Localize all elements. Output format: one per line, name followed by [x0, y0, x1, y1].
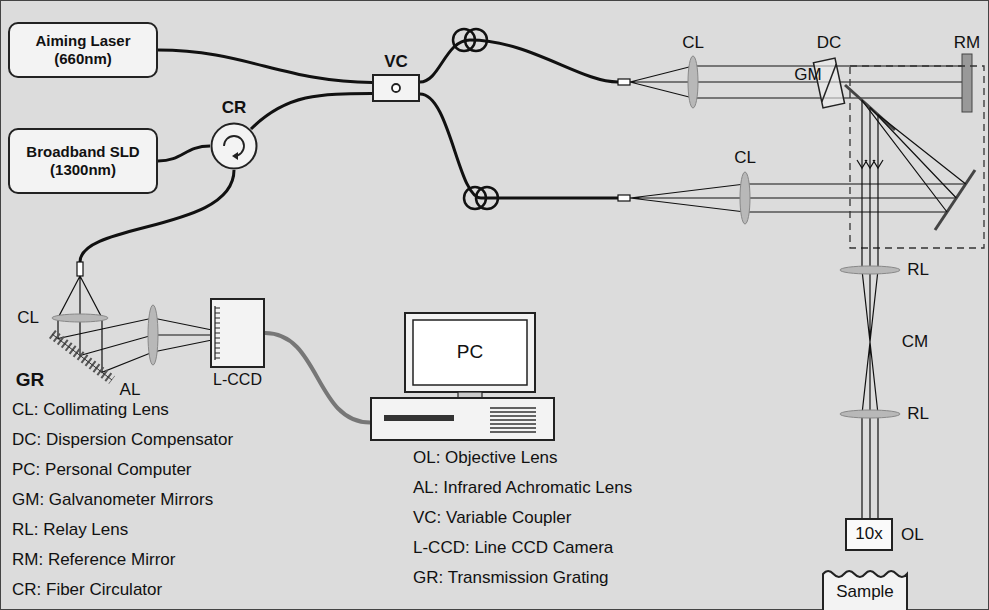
- data-cable: [265, 333, 370, 423]
- optical-fiber: [251, 94, 372, 129]
- ccd-sensor: [212, 300, 263, 366]
- abbreviation-legend-line: AL: Infrared Achromatic Lens: [413, 478, 632, 498]
- node-text: 10x: [855, 524, 882, 544]
- part-label: AL: [120, 380, 141, 400]
- monitor-case: [405, 313, 535, 392]
- light-beam: [630, 184, 966, 212]
- personal-computer: PC: [370, 312, 555, 442]
- light-beam: [58, 276, 212, 372]
- achromatic-lens: [148, 305, 158, 365]
- light-source-box: Aiming Laser (660nm): [8, 22, 158, 78]
- sample-shape-outline: [823, 571, 907, 610]
- coupler-symbol: [374, 76, 418, 100]
- part-label: RL: [907, 260, 929, 280]
- light-source-box: Broadband SLD (1300nm): [8, 128, 158, 194]
- part-label: RL: [907, 404, 929, 424]
- part-label: GR: [16, 369, 45, 392]
- collimating-lens: [688, 56, 698, 108]
- abbreviation-legend-line: L-CCD: Line CCD Camera: [413, 538, 613, 558]
- computer-drawing: [370, 312, 555, 442]
- abbreviation-legend-line: CL: Collimating Lens: [12, 400, 169, 420]
- node-text: PC: [413, 320, 527, 385]
- node-text: Sample: [836, 582, 894, 602]
- optical-fiber: [420, 94, 618, 198]
- reference-mirror: [962, 54, 972, 112]
- light-beam: [862, 100, 878, 518]
- node-text: Broadband SLD (1300nm): [14, 143, 152, 179]
- part-label: CL: [734, 148, 756, 168]
- relay-lens: [840, 410, 900, 418]
- part-label: GM: [794, 65, 821, 85]
- node-text: VC: [384, 52, 408, 72]
- galvo-mirror: [935, 170, 975, 230]
- abbreviation-legend-line: RL: Relay Lens: [12, 520, 128, 540]
- beam-arrows: [857, 160, 883, 168]
- drive-slot: [384, 415, 454, 421]
- variable-coupler: VC: [372, 74, 420, 102]
- ccd-pixels: [215, 306, 220, 360]
- circulator-arrow: [224, 136, 244, 156]
- part-label: CL: [682, 33, 704, 53]
- node-text: OL: [901, 524, 924, 544]
- abbreviation-legend-line: VC: Variable Coupler: [413, 508, 571, 528]
- abbreviation-legend-line: RM: Reference Mirror: [12, 550, 175, 570]
- abbreviation-legend-line: DC: Dispersion Compensator: [12, 430, 233, 450]
- line-ccd-camera: L-CCD: [210, 298, 265, 368]
- part-label: RM: [954, 33, 980, 53]
- fiber-circulator: CR: [210, 122, 258, 170]
- fiber-coil: [476, 187, 498, 209]
- optical-fiber: [158, 146, 210, 161]
- abbreviation-legend-line: PC: Personal Computer: [12, 460, 192, 480]
- collimating-lens: [740, 172, 750, 224]
- relay-lens: [840, 266, 900, 274]
- abbreviation-legend-line: GR: Transmission Grating: [413, 568, 609, 588]
- abbreviation-legend-line: CR: Fiber Circulator: [12, 580, 162, 600]
- part-label: CM: [902, 332, 928, 352]
- fiber-tip: [618, 79, 630, 85]
- grating-base: [52, 334, 112, 380]
- abbreviation-legend-line: GM: Galvanometer Mirrors: [12, 490, 213, 510]
- collimating-lens: [52, 314, 108, 322]
- optical-fiber: [420, 40, 618, 82]
- fiber-tip: [77, 262, 83, 276]
- coupler-dot: [392, 84, 400, 92]
- monitor-screen: [413, 320, 527, 385]
- abbreviation-legend-line: OL: Objective Lens: [413, 448, 558, 468]
- optical-fiber: [158, 50, 372, 82]
- node-text: L-CCD: [213, 370, 262, 389]
- part-label: CL: [17, 308, 39, 328]
- transmission-grating: [52, 334, 112, 380]
- circulator-arrowhead: [232, 152, 238, 160]
- fiber-coil: [465, 29, 487, 51]
- vent-lines: [490, 408, 536, 432]
- node-text: Aiming Laser (660nm): [14, 32, 152, 68]
- node-text: CR: [222, 98, 247, 118]
- sample-shape: Sample: [822, 566, 908, 610]
- computer-base: [371, 398, 554, 440]
- circulator-symbol: [210, 122, 258, 170]
- circulator-outline: [212, 124, 257, 169]
- objective-lens-box: 10xOL: [845, 518, 893, 551]
- part-label: DC: [817, 33, 842, 53]
- fiber-tip: [618, 195, 630, 201]
